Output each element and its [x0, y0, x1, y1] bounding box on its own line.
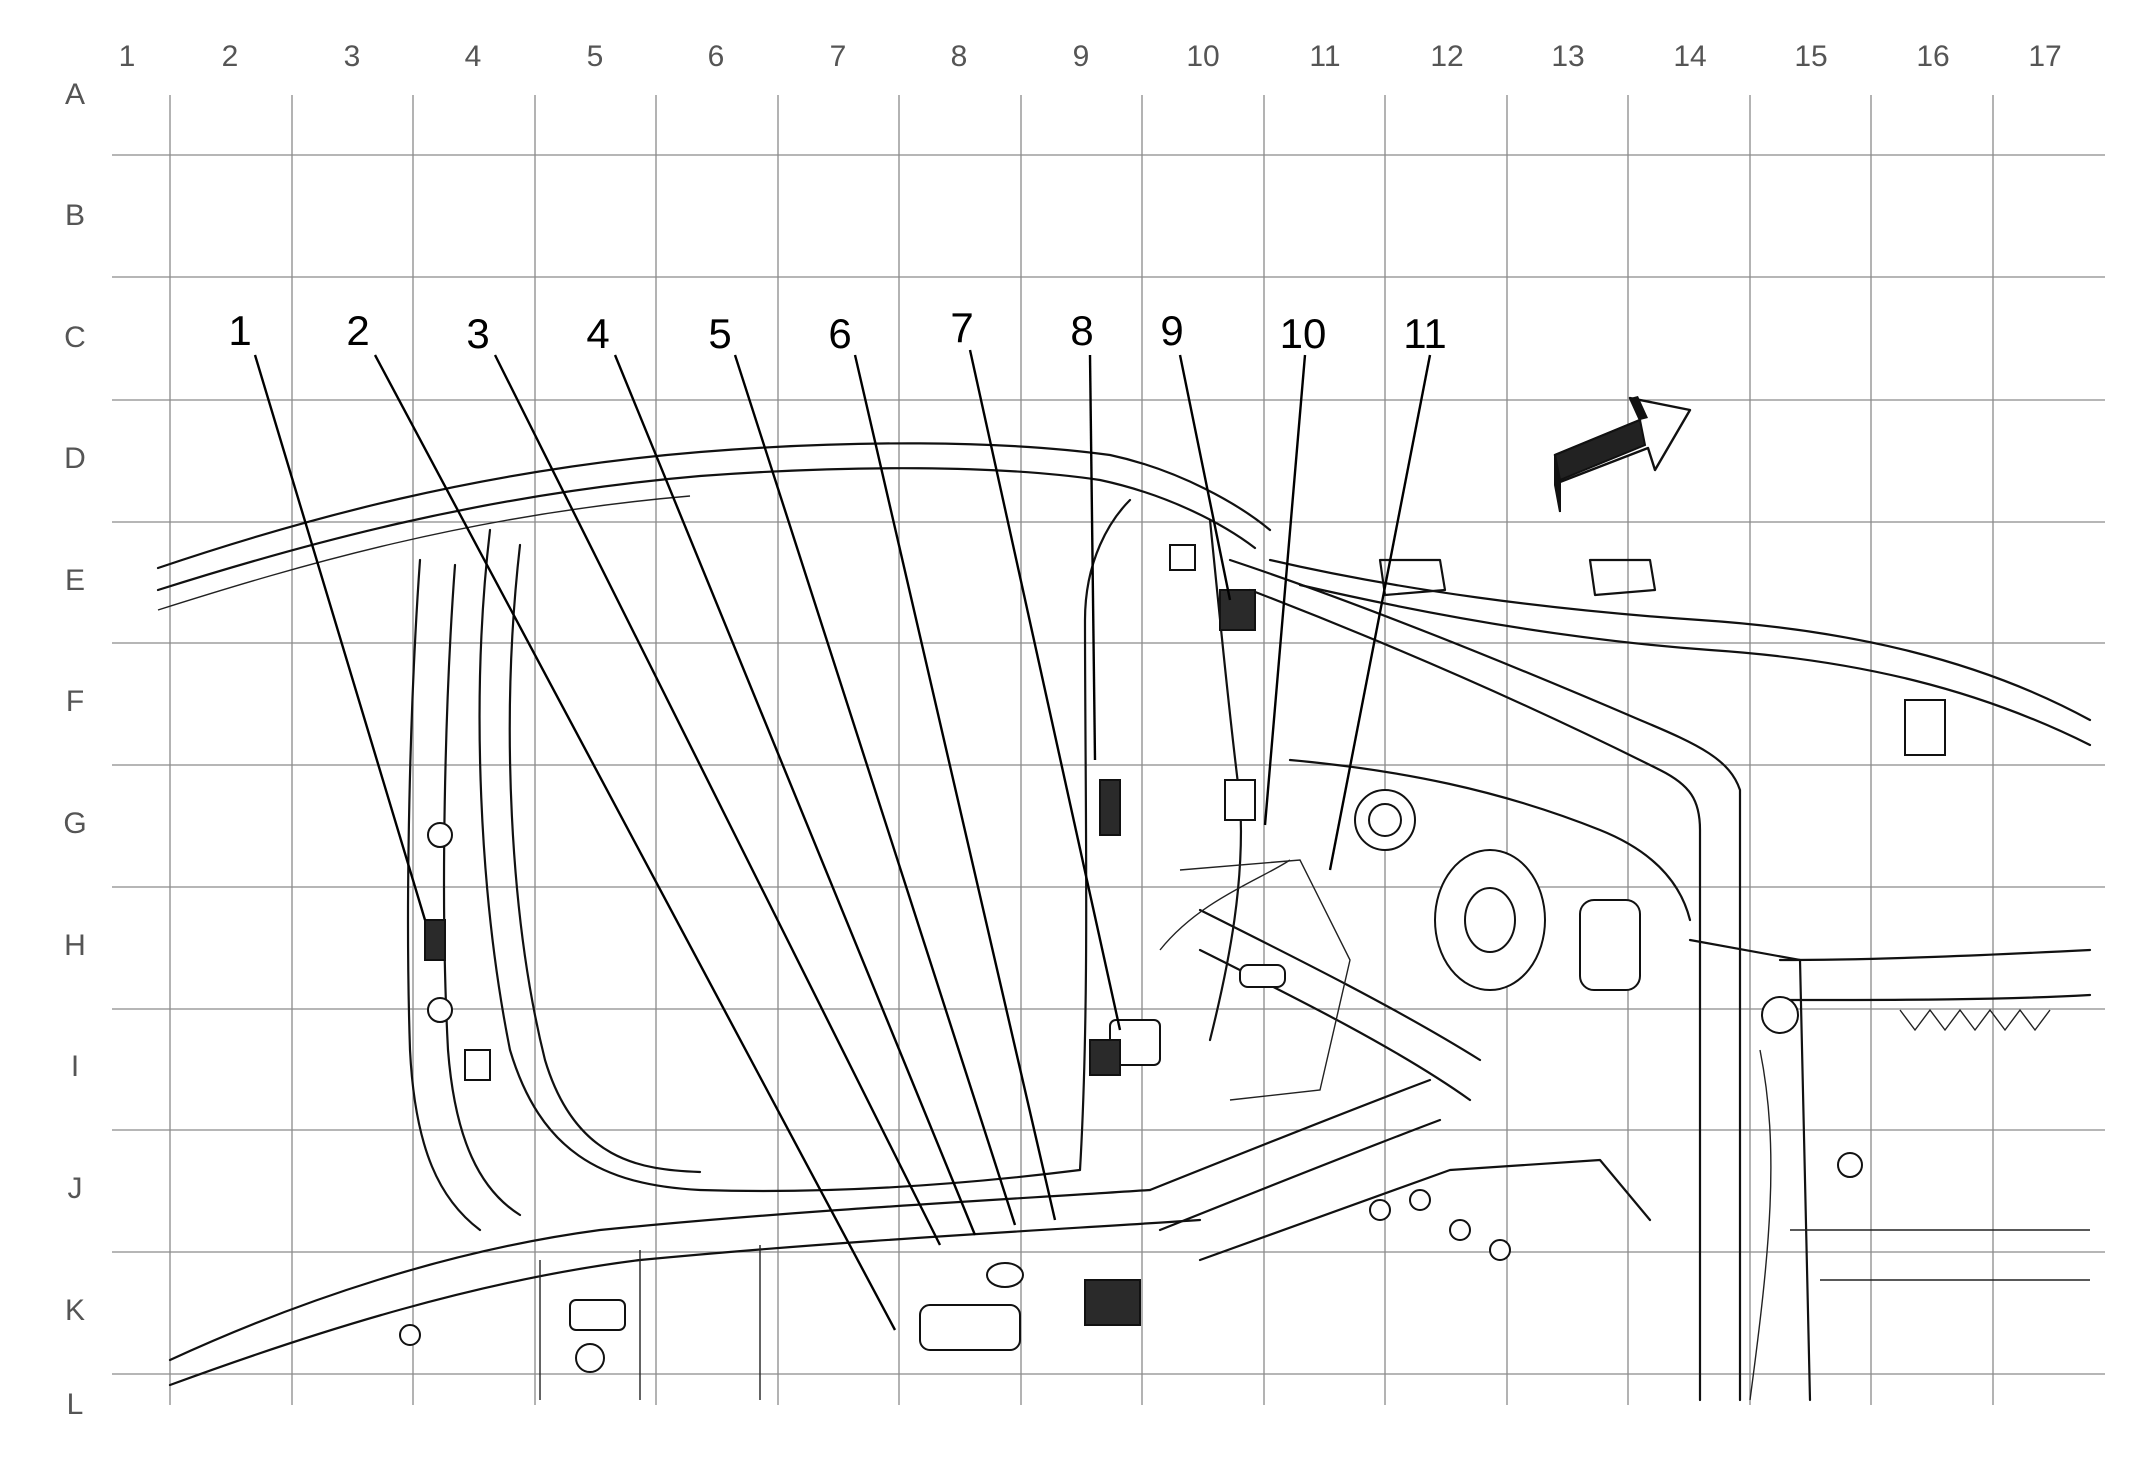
callout-7: 7 [950, 304, 973, 351]
bottom-margin [0, 1405, 2130, 1482]
callout-10: 10 [1280, 310, 1327, 357]
row-labels: A B C D E F G H I J K [63, 78, 86, 1327]
column-label-10: 10 [1186, 40, 1219, 73]
leader-line-8 [1088, 354, 1097, 761]
leader-line-2 [373, 354, 897, 1331]
grid-lines [112, 95, 2105, 1405]
callout-2: 2 [346, 307, 369, 354]
leader-line-6 [853, 354, 1057, 1221]
column-label-9: 9 [1073, 40, 1090, 73]
callout-labels: 1 2 3 4 5 6 7 8 9 10 11 [228, 304, 1446, 357]
callout-1: 1 [228, 307, 251, 354]
row-label-A: A [65, 78, 85, 111]
callout-9: 9 [1160, 307, 1183, 354]
row-label-F: F [66, 685, 84, 718]
leader-line-5 [733, 354, 1017, 1226]
column-label-2: 2 [222, 40, 239, 73]
column-label-13: 13 [1551, 40, 1584, 73]
row-label-D: D [64, 442, 86, 475]
callout-3: 3 [466, 310, 489, 357]
column-label-7: 7 [830, 40, 847, 73]
column-label-3: 3 [344, 40, 361, 73]
column-label-15: 15 [1794, 40, 1827, 73]
callout-4: 4 [586, 310, 609, 357]
row-label-E: E [65, 564, 85, 597]
callout-11: 11 [1403, 310, 1447, 357]
row-label-L-holder: L [67, 1388, 84, 1421]
leader-line-11 [1328, 354, 1432, 871]
row-label-K: K [65, 1294, 85, 1327]
column-label-5: 5 [587, 40, 604, 73]
row-label-J: J [68, 1172, 83, 1205]
callout-5: 5 [708, 310, 731, 357]
callout-8: 8 [1070, 307, 1093, 354]
row-label-H: H [64, 929, 86, 962]
column-label-17: 17 [2028, 40, 2061, 73]
column-label-11: 11 [1309, 40, 1340, 73]
column-label-4: 4 [465, 40, 482, 73]
leader-line-3 [493, 354, 942, 1246]
vehicle-body-illustration [156, 442, 2092, 1402]
column-label-12: 12 [1430, 40, 1463, 73]
leader-line-1 [253, 354, 427, 921]
forward-arrow-icon [1553, 396, 1692, 513]
row-label-I: I [71, 1050, 79, 1083]
leader-line-7 [968, 349, 1122, 1031]
leader-lines [253, 349, 1432, 1331]
leader-line-9 [1178, 354, 1232, 601]
row-label-G: G [63, 807, 86, 840]
column-label-8: 8 [951, 40, 968, 73]
row-label-C: C [64, 321, 86, 354]
column-label-6: 6 [708, 40, 725, 73]
callout-6: 6 [828, 310, 851, 357]
row-label-B: B [65, 199, 85, 232]
leader-line-4 [613, 354, 977, 1236]
column-label-14: 14 [1673, 40, 1706, 73]
leader-line-10 [1263, 354, 1307, 826]
column-label-16: 16 [1916, 40, 1949, 73]
row-label-L: L [67, 1388, 84, 1421]
column-label-1: 1 [119, 40, 136, 73]
